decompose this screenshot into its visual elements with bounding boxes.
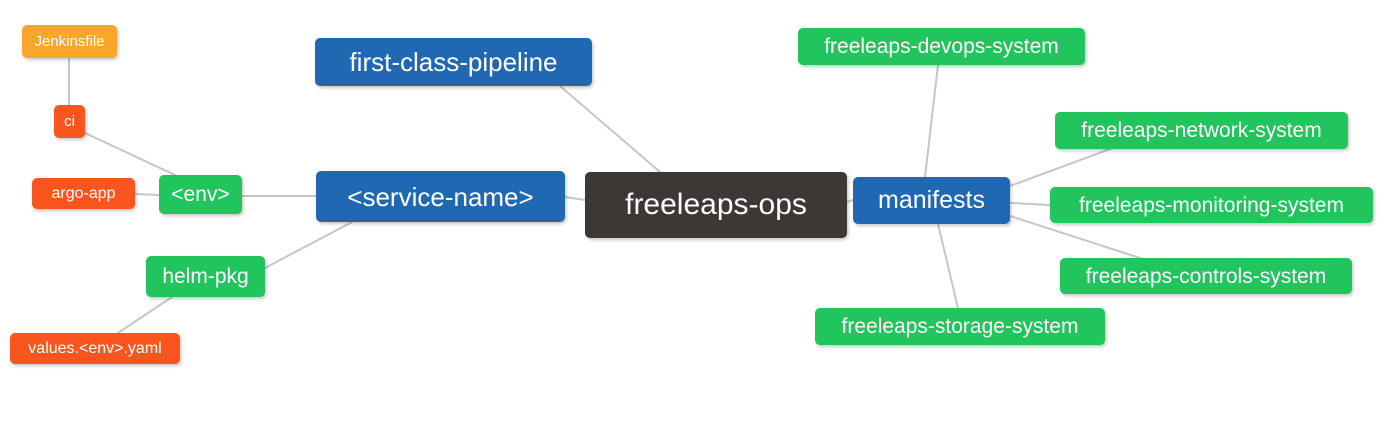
node-freeleaps-ops[interactable]: freeleaps-ops [585, 172, 847, 238]
node-label-ci: ci [64, 113, 75, 130]
node-freeleaps-network-system[interactable]: freeleaps-network-system [1055, 112, 1348, 149]
node-label-helm-pkg: helm-pkg [162, 265, 249, 288]
node-label-freeleaps-storage-system: freeleaps-storage-system [841, 315, 1079, 338]
node-label-manifests: manifests [878, 186, 985, 214]
node-first-class-pipeline[interactable]: first-class-pipeline [315, 38, 592, 86]
edge-manifests-to-freeleaps-monitoring-system [1009, 202, 1051, 206]
node-label-freeleaps-monitoring-system: freeleaps-monitoring-system [1079, 193, 1344, 217]
node-label-env: <env> [171, 183, 230, 206]
node-values-env-yaml[interactable]: values.<env>.yaml [10, 333, 180, 364]
edge-manifests-to-freeleaps-storage-system [937, 223, 959, 309]
edge-argo-app-to-env [134, 193, 160, 196]
node-freeleaps-devops-system[interactable]: freeleaps-devops-system [798, 28, 1085, 65]
edge-manifests-to-freeleaps-network-system [1009, 148, 1111, 187]
node-freeleaps-storage-system[interactable]: freeleaps-storage-system [815, 308, 1105, 345]
node-service-name[interactable]: <service-name> [316, 171, 565, 222]
edge-helm-pkg-to-service-name [264, 221, 353, 269]
edge-first-class-pipeline-to-freeleaps-ops [559, 85, 661, 173]
node-label-argo-app: argo-app [51, 184, 116, 202]
node-label-first-class-pipeline: first-class-pipeline [349, 47, 558, 77]
node-freeleaps-monitoring-system[interactable]: freeleaps-monitoring-system [1050, 187, 1373, 223]
node-helm-pkg[interactable]: helm-pkg [146, 256, 265, 297]
node-ci[interactable]: ci [54, 105, 85, 138]
node-label-freeleaps-controls-system: freeleaps-controls-system [1085, 264, 1327, 288]
node-label-freeleaps-network-system: freeleaps-network-system [1081, 119, 1322, 142]
node-label-service-name: <service-name> [347, 181, 534, 212]
edge-service-name-to-freeleaps-ops [564, 196, 586, 201]
node-label-freeleaps-devops-system: freeleaps-devops-system [824, 35, 1059, 58]
edge-manifests-to-freeleaps-devops-system [924, 64, 939, 178]
node-jenkinsfile[interactable]: Jenkinsfile [22, 25, 117, 58]
node-env[interactable]: <env> [159, 175, 242, 214]
node-label-values-env-yaml: values.<env>.yaml [28, 339, 162, 357]
node-label-freeleaps-ops: freeleaps-ops [625, 188, 807, 221]
node-argo-app[interactable]: argo-app [32, 178, 135, 209]
node-freeleaps-controls-system[interactable]: freeleaps-controls-system [1060, 258, 1352, 294]
edge-ci-to-env [84, 132, 176, 176]
edge-values-env-yaml-to-helm-pkg [117, 296, 173, 334]
node-manifests[interactable]: manifests [853, 177, 1010, 224]
node-label-jenkinsfile: Jenkinsfile [34, 33, 105, 50]
